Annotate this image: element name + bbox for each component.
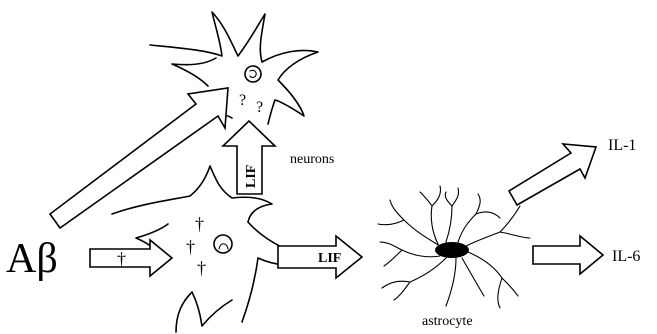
- lif-up-label: LIF: [244, 165, 259, 188]
- bottom-neuron-outline-bottom: [176, 292, 232, 332]
- top-neuron: ? ?: [150, 12, 318, 124]
- neurons-label: neurons: [290, 152, 334, 167]
- dagger-2: †: [186, 237, 195, 257]
- top-neuron-nucleus: [245, 66, 261, 82]
- question-mark-2: ?: [256, 99, 263, 116]
- astrocyte-label: astrocyte: [422, 314, 473, 329]
- top-neuron-outline-lower-left: [172, 58, 216, 86]
- lif-right-label: LIF: [318, 251, 341, 266]
- bottom-neuron-outline-right: [242, 222, 320, 322]
- astrocyte: [378, 186, 530, 308]
- abeta-to-bottom-neuron-arrow: [90, 240, 172, 276]
- il1-label: IL-1: [608, 137, 636, 154]
- il6-arrow: [533, 236, 603, 274]
- arrow-dagger: †: [117, 249, 126, 269]
- abeta-label: Aβ: [6, 236, 58, 282]
- il1-arrow: [509, 144, 596, 205]
- dagger-3: †: [197, 258, 206, 278]
- top-neuron-outline-left: [150, 12, 318, 124]
- il6-label: IL-6: [612, 248, 640, 265]
- bottom-neuron-nucleolus: [219, 244, 228, 249]
- top-neuron-nucleolus: [250, 70, 256, 77]
- dagger-1: †: [195, 214, 204, 234]
- question-mark-1: ?: [239, 92, 246, 109]
